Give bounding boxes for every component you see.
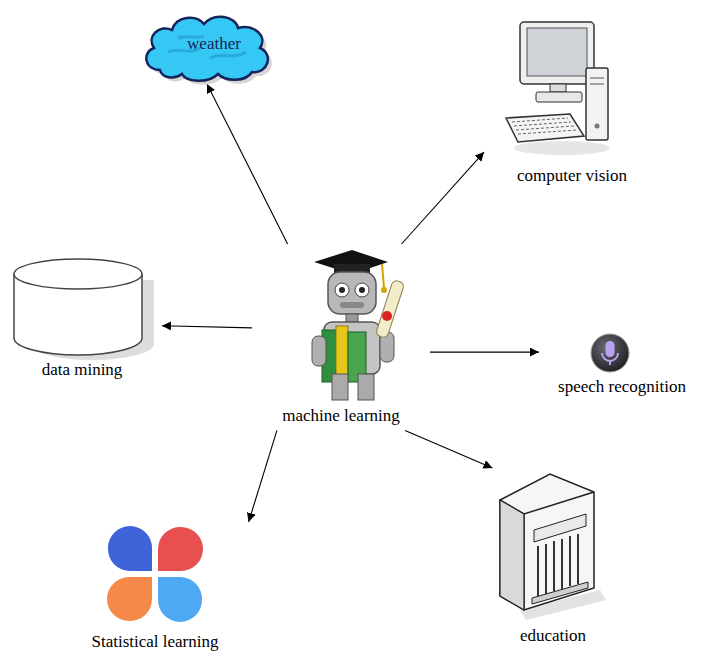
cloud-node: weather: [138, 12, 276, 84]
icon-node: Statistical learning: [51, 522, 259, 656]
node-label: computer vision: [484, 164, 660, 190]
icon-space: [464, 468, 642, 624]
node-label: weather: [173, 34, 241, 62]
icon-space: [539, 331, 705, 375]
icon-node: computer vision: [484, 16, 660, 190]
node-label: data mining: [2, 358, 162, 384]
node-label: education: [464, 624, 642, 650]
building-icon: [490, 470, 608, 622]
icon-space: [484, 16, 660, 164]
icon-node: education: [464, 468, 642, 650]
icon-node: machine learning: [252, 244, 430, 430]
microphone-icon: [589, 332, 631, 374]
node-label: speech recognition: [539, 375, 705, 401]
arrow-connector: [405, 430, 492, 468]
node-label: machine learning: [252, 404, 430, 430]
robot-graduate: [292, 244, 422, 404]
computer-icon: [500, 18, 612, 158]
arrow-connector: [162, 326, 252, 328]
icon-node: speech recognition: [539, 331, 705, 401]
petal-logo: [105, 524, 205, 624]
icon-space: [252, 244, 430, 404]
database-cylinder: [10, 256, 160, 362]
node-label: Statistical learning: [51, 630, 259, 656]
icon-space: [51, 522, 259, 630]
arrow-connector: [402, 152, 484, 244]
icon-space: [2, 254, 162, 358]
arrow-connector: [430, 352, 539, 353]
arrow-connector: [249, 430, 277, 522]
arrow-connector: [207, 84, 288, 244]
icon-node: data mining: [2, 254, 162, 384]
